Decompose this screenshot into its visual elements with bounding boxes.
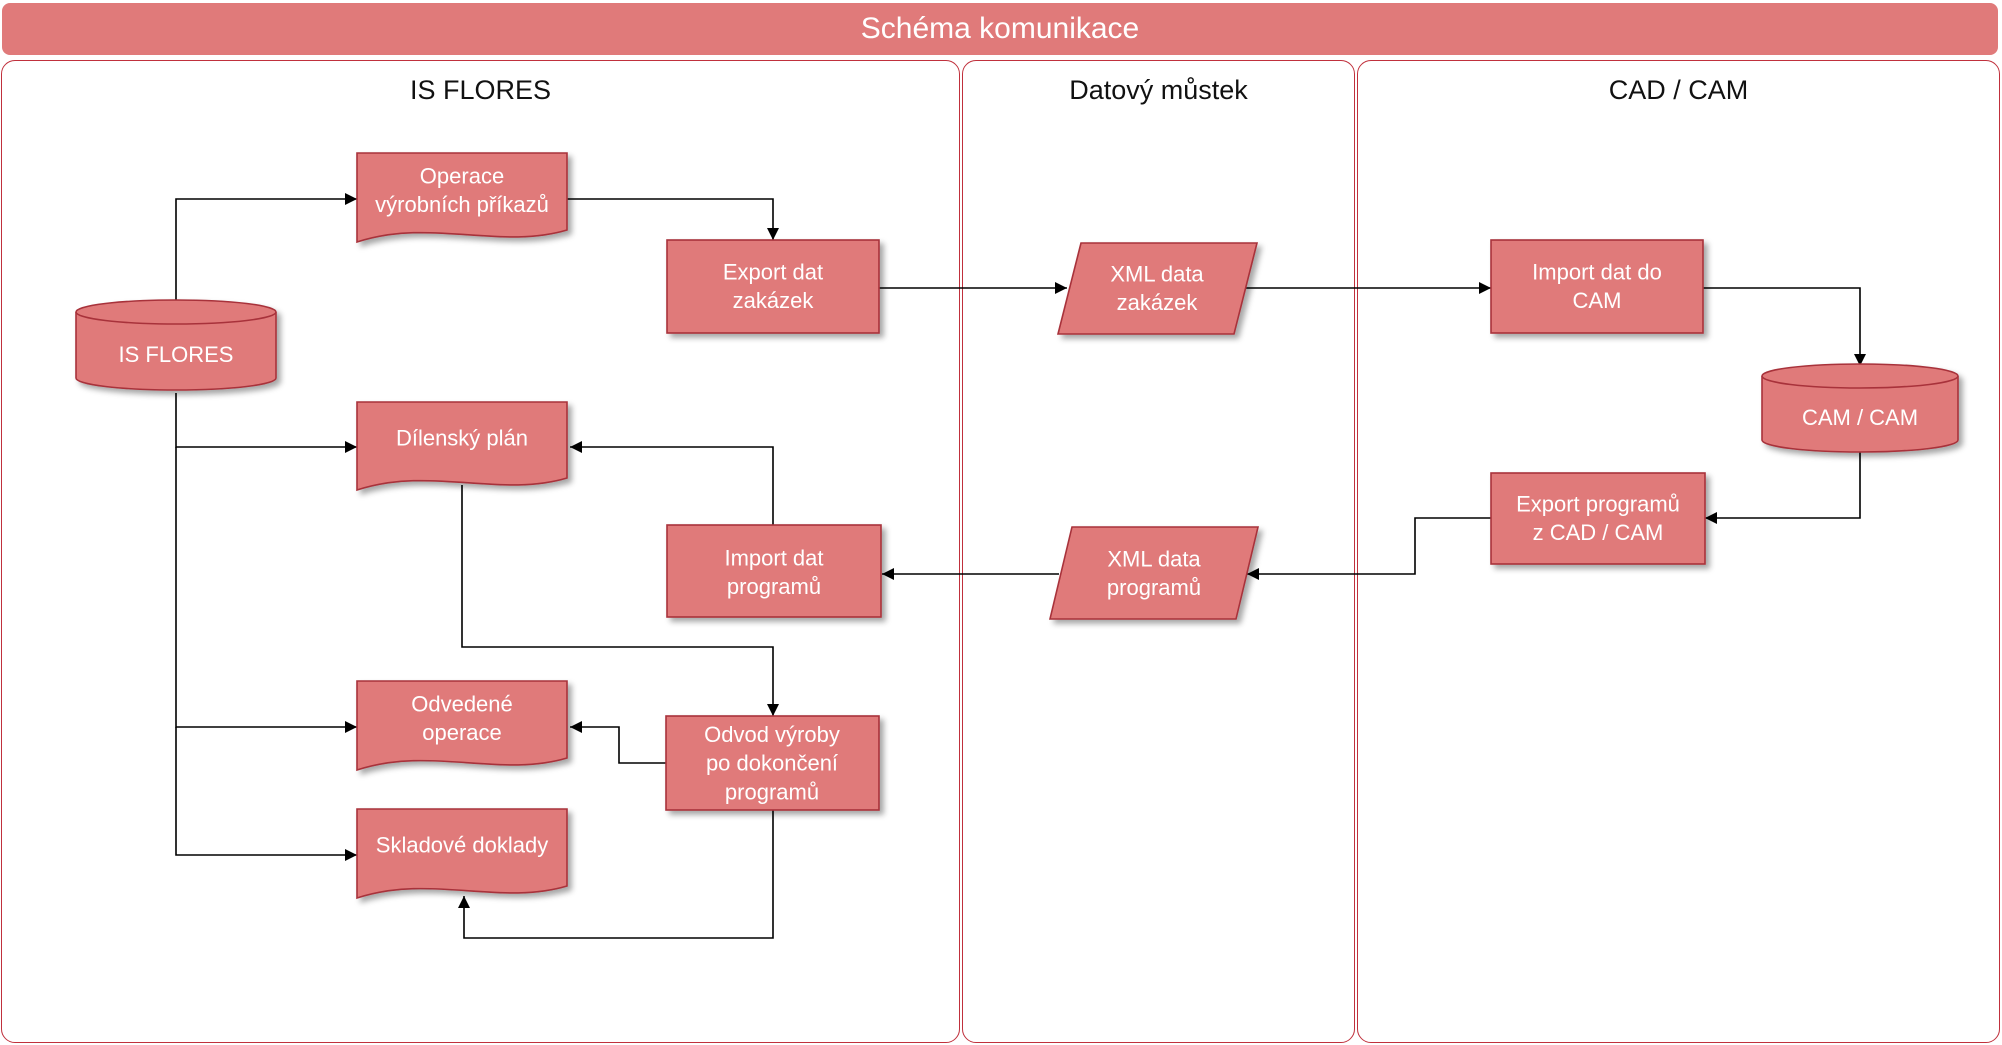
skladove-doklady-label: Skladové doklady <box>376 833 548 858</box>
label-line: Odvedené <box>411 691 513 716</box>
connector-odvod-vyroby-to-odvedene-operace <box>570 721 666 764</box>
label-line: zakázek <box>1117 290 1199 315</box>
label-line: výrobních příkazů <box>375 192 549 217</box>
lane-cad-cam: CAD / CAM <box>1357 60 2000 1043</box>
is-flores-database-label: IS FLORES <box>119 342 234 367</box>
dilensky-plan-document <box>356 401 568 492</box>
connector-import-cam-to-cam-db <box>1703 287 1866 366</box>
label-line: Dílenský plán <box>396 426 528 451</box>
connector-import-programu-to-dilensky-plan <box>570 441 774 525</box>
label-line: XML data <box>1107 546 1201 571</box>
connector-cam-db-to-export-programu <box>1705 452 1861 524</box>
odvedene-operace-document <box>356 680 568 772</box>
connector-is-flores-to-skladove-doklady <box>175 727 357 861</box>
lane-title-datovy-mustek: Datový můstek <box>1069 75 1248 105</box>
import-dat-do-cam-label: Import dat do CAM <box>1532 259 1662 313</box>
connector-dilensky-plan-to-odvod-vyroby <box>461 485 779 716</box>
label-line: Odvod výroby <box>704 722 840 747</box>
diagram-title: Schéma komunikace <box>2 3 1998 55</box>
export-programu-process <box>1490 472 1706 565</box>
label-line: zakázek <box>733 288 815 313</box>
connector-is-flores-to-dilensky-plan <box>175 393 357 453</box>
label-line: XML data <box>1110 261 1204 286</box>
export-dat-zakazek-process <box>666 239 880 334</box>
label-line: Export programů <box>1516 491 1680 516</box>
operace-vyrobnich-prikazu-document <box>356 152 568 244</box>
lane-title-is-flores: IS FLORES <box>409 75 552 105</box>
connector-is-flores-to-operace <box>175 193 357 302</box>
export-dat-zakazek-label: Export dat zakázek <box>723 259 823 313</box>
label-line: Import dat <box>724 545 823 570</box>
label-line: CAM <box>1573 288 1622 313</box>
connector-export-programu-to-xml-programu <box>1247 517 1491 580</box>
label-line: IS FLORES <box>119 342 234 367</box>
connector-operace-to-export-zakazek <box>567 198 779 240</box>
odvod-vyroby-label: Odvod výroby po dokončení programů <box>704 722 840 804</box>
connector-odvod-vyroby-to-skladove-doklady <box>458 810 774 939</box>
label-line: Operace <box>420 163 504 188</box>
label-line: z CAD / CAM <box>1533 520 1664 545</box>
label-line: operace <box>422 720 502 745</box>
xml-data-programu-data <box>1048 526 1260 620</box>
label-line: Export dat <box>723 259 823 284</box>
odvod-vyroby-process <box>665 715 880 811</box>
import-dat-do-cam-process <box>1490 239 1704 334</box>
dilensky-plan-label: Dílenský plán <box>396 426 528 451</box>
lane-title-cad-cam: CAD / CAM <box>1608 75 1749 105</box>
is-flores-database <box>75 299 277 391</box>
import-dat-programu-label: Import dat programů <box>724 545 823 599</box>
label-line: programů <box>1107 575 1201 600</box>
import-dat-programu-process <box>666 524 882 618</box>
label-line: programů <box>727 574 821 599</box>
xml-data-zakazek-label: XML data zakázek <box>1110 261 1204 315</box>
cam-database <box>1761 363 1959 453</box>
label-line: po dokončení <box>706 751 838 776</box>
xml-data-programu-label: XML data programů <box>1107 546 1202 600</box>
operace-vyrobnich-prikazu-label: Operace výrobních příkazů <box>375 163 549 217</box>
cam-database-label: CAM / CAM <box>1802 405 1918 430</box>
odvedene-operace-label: Odvedené operace <box>411 691 513 745</box>
skladove-doklady-document <box>356 808 568 900</box>
label-line: programů <box>725 779 819 804</box>
label-line: CAM / CAM <box>1802 405 1918 430</box>
label-line: Import dat do <box>1532 259 1662 284</box>
export-programu-label: Export programů z CAD / CAM <box>1516 491 1680 545</box>
label-line: Skladové doklady <box>376 833 548 858</box>
connector-is-flores-to-odvedene-operace <box>175 447 357 733</box>
connectors <box>175 193 1866 939</box>
xml-data-zakazek-data <box>1056 242 1259 335</box>
